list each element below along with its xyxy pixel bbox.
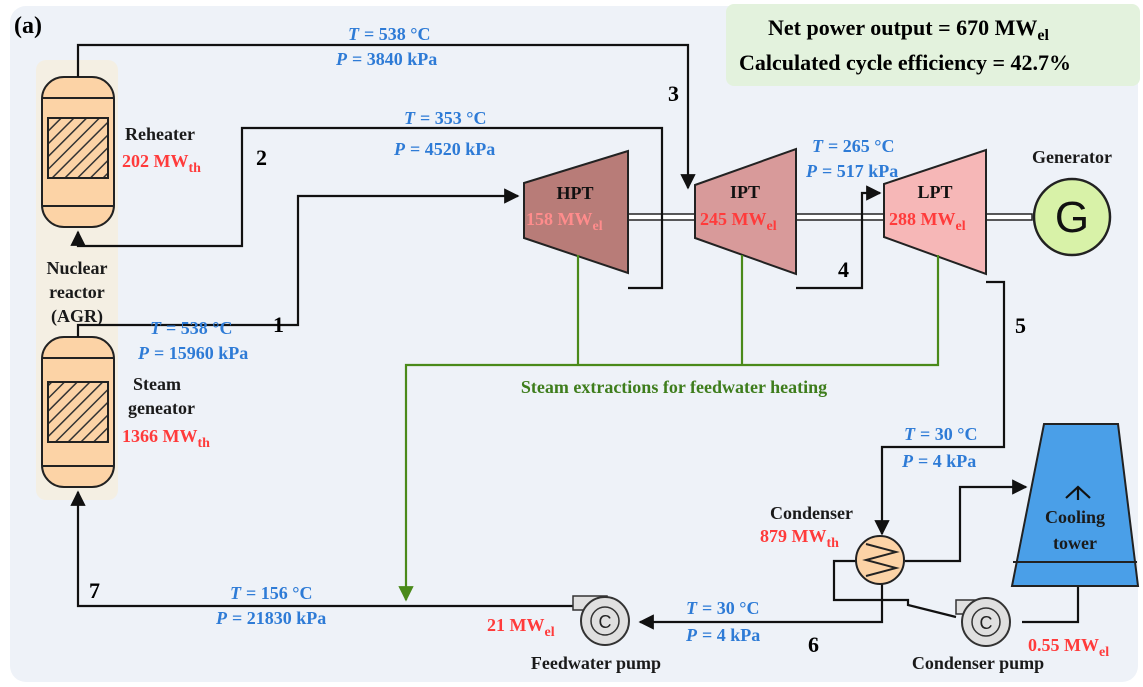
condenser-pump-name: Condenser pump	[912, 653, 1044, 673]
steam-generator-label-2: geneator	[128, 398, 195, 418]
condenser-pump-power: 0.55 MWel	[1028, 635, 1109, 660]
state-6-temperature: T= 30 °C	[686, 598, 759, 618]
reheater-power: 202 MWth	[122, 151, 201, 176]
steam-generator-vessel-icon	[41, 336, 115, 488]
condenser-pump-icon	[955, 597, 1011, 647]
state-4-pressure: P= 517 kPa	[805, 161, 898, 181]
net-power-text: Net power output = 670 MWel	[768, 15, 1050, 44]
generator-symbol: G	[1055, 193, 1089, 242]
state-5-pressure: P= 4 kPa	[901, 451, 976, 471]
steam-generator-label-1: Steam	[133, 374, 181, 394]
hpt-power: 158 MWel	[526, 209, 603, 234]
pipes	[70, 43, 1080, 630]
hpt-name: HPT	[556, 183, 593, 203]
state-1-pressure: P= 15960 kPa	[137, 343, 248, 363]
state-7-temperature: T= 156 °C	[230, 583, 312, 603]
reactor-label-1: Nuclear	[47, 258, 108, 278]
cooling-tower-label-1: Cooling	[1045, 507, 1105, 527]
state-4-temperature: T= 265 °C	[812, 136, 894, 156]
state-3-temperature: T= 538 °C	[348, 24, 430, 44]
state-5-temperature: T= 30 °C	[904, 424, 977, 444]
generator-label: Generator	[1032, 147, 1112, 167]
hpt-turbine-icon	[523, 149, 629, 275]
state-1-number: 1	[273, 312, 284, 337]
reheater-name: Reheater	[125, 124, 195, 144]
lpt-name: LPT	[917, 182, 952, 202]
extraction-label: Steam extractions for feedwater heating	[521, 377, 827, 397]
state-4-number: 4	[838, 257, 849, 282]
condenser-pump-symbol: C	[980, 613, 993, 633]
ipt-power: 245 MWel	[700, 209, 777, 234]
steam-generator-power: 1366 MWth	[122, 426, 210, 451]
panel-label: (a)	[14, 13, 42, 39]
lpt-turbine-icon	[883, 148, 987, 276]
state-3-pressure: P= 3840 kPa	[335, 49, 437, 69]
state-7-pressure: P= 21830 kPa	[215, 608, 326, 628]
condenser-name: Condenser	[770, 503, 853, 523]
diagram-panel	[10, 6, 1138, 682]
state-3-number: 3	[668, 81, 679, 106]
state-6-pressure: P= 4 kPa	[685, 625, 760, 645]
extraction-lines	[398, 255, 940, 602]
generator-circle-icon	[1032, 177, 1112, 257]
summary-box	[726, 4, 1140, 86]
ipt-name: IPT	[730, 182, 760, 202]
state-7-number: 7	[89, 578, 100, 603]
cooling-tower-label-2: tower	[1053, 533, 1097, 553]
cooling-tower-icon	[1010, 423, 1140, 587]
reheater-vessel-icon	[41, 76, 115, 228]
feedwater-pump-icon	[572, 595, 630, 646]
reactor-label-2: reactor	[49, 282, 105, 302]
feedwater-pump-name: Feedwater pump	[531, 653, 661, 673]
reactor-label-3: (AGR)	[51, 306, 103, 327]
feedwater-pump-symbol: C	[599, 612, 612, 632]
condenser-power: 879 MWth	[760, 526, 839, 551]
state-2-temperature: T= 353 °C	[404, 108, 486, 128]
state-2-number: 2	[256, 145, 267, 170]
state-2-pressure: P= 4520 kPa	[393, 139, 495, 159]
state-6-number: 6	[808, 632, 819, 657]
ipt-turbine-icon	[694, 147, 797, 276]
state-5-number: 5	[1015, 313, 1026, 338]
state-1-temperature: T= 538 °C	[150, 318, 232, 338]
efficiency-text: Calculated cycle efficiency = 42.7%	[739, 50, 1071, 75]
feedwater-pump-power: 21 MWel	[487, 615, 555, 640]
lpt-power: 288 MWel	[889, 209, 966, 234]
condenser-heat-exchanger-icon	[855, 535, 905, 585]
